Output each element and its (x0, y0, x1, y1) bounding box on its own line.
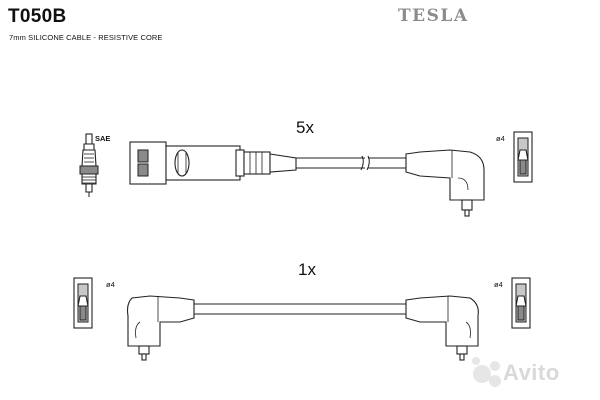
cable-1-terminal-label: ø4 (496, 134, 505, 143)
spark-plug-label: SAE (95, 134, 111, 143)
cable-spec-subtitle: 7mm SILICONE CABLE - RESISTIVE CORE (9, 33, 163, 42)
cable-1x-illustration (73, 277, 531, 361)
avito-watermark: Avito (503, 360, 560, 385)
cable-2-quantity: 1x (298, 260, 316, 279)
cable-5x-illustration (129, 131, 533, 217)
cable-2-right-terminal-label: ø4 (494, 280, 503, 289)
spark-plug-illustration (79, 133, 99, 197)
brand-logo: TESLA (398, 6, 469, 26)
avito-logo-icon (472, 357, 501, 387)
cable-1-quantity: 5x (296, 118, 314, 137)
part-code: T050B (8, 6, 67, 27)
cable-2-left-terminal-label: ø4 (106, 280, 115, 289)
